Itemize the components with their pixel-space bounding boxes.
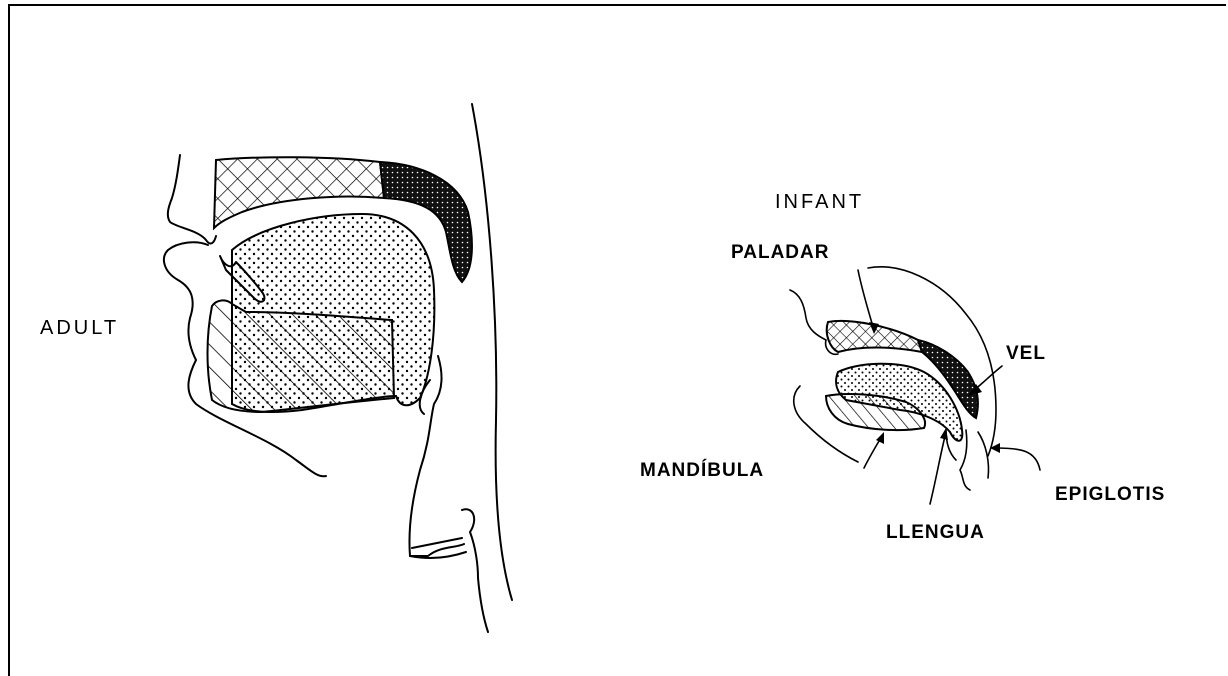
label-epiglotis: EPIGLOTIS [1055, 484, 1165, 506]
page-frame [8, 5, 1226, 676]
llengua-pointer [930, 432, 946, 504]
label-mandibula: MANDÍBULA [640, 460, 764, 482]
adult-upper-face-outline [168, 155, 216, 243]
infant-pharynx-front [960, 430, 989, 490]
adult-label: ADULT [40, 317, 119, 339]
infant-label: INFANT [775, 191, 864, 213]
paladar-pointer [858, 270, 874, 330]
label-vel: VEL [1006, 343, 1046, 365]
label-llengua: LLENGUA [886, 522, 985, 544]
adult-vocal-tract [164, 104, 512, 632]
adult-vocal-folds [410, 509, 488, 632]
label-paladar: PALADAR [731, 242, 829, 264]
adult-mandible [208, 300, 395, 412]
epiglotis-pointer [996, 448, 1040, 470]
adult-pharynx-wall [472, 104, 512, 600]
infant-vocal-tract [790, 267, 996, 490]
